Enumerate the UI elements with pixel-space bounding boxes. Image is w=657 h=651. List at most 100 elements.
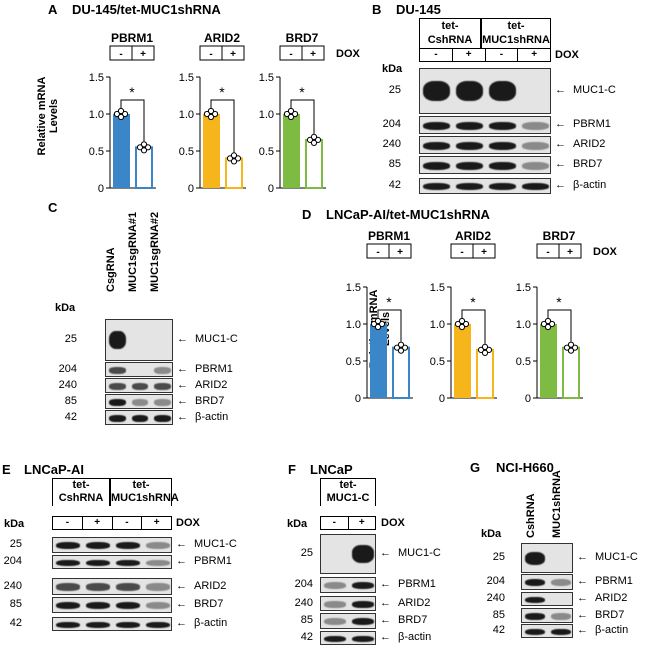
protein-name: BRD7 [573, 158, 603, 170]
protein-name: MUC1-C [595, 551, 638, 563]
plus-label: + [310, 49, 316, 60]
protein-label: ← [176, 538, 187, 550]
header-line: MUC1shRNA [111, 492, 179, 504]
kda-label: kDa [55, 302, 76, 314]
bar-dox [476, 348, 494, 399]
protein-band [551, 579, 571, 587]
protein-band [522, 183, 549, 191]
y-tick-label: 0.5 [259, 146, 274, 158]
protein-name: β-actin [398, 631, 432, 643]
lane-label: CshRNA [525, 493, 537, 538]
protein-band [146, 559, 170, 566]
data-point [544, 317, 552, 325]
protein-label: ← [177, 333, 188, 345]
header-line: tet- [72, 479, 90, 491]
protein-label: ← [380, 631, 391, 643]
gene-label: PBRM1 [368, 229, 410, 243]
protein-band [423, 183, 450, 191]
minus-label: - [332, 517, 336, 528]
y-tick-label: 0 [188, 183, 194, 195]
dox-label: DOX [593, 246, 618, 258]
kda-label: kDa [382, 63, 403, 75]
blot-strip-3 [419, 156, 551, 174]
data-point [287, 113, 295, 121]
protein-name: ARID2 [195, 378, 228, 391]
protein-band [146, 583, 170, 591]
protein-label: ← [577, 592, 588, 604]
header-control: tet-CshRNA [419, 18, 481, 48]
y-tick-label: 0.5 [346, 356, 361, 368]
protein-band [109, 414, 126, 422]
lane-label: MUC1shRNA [551, 470, 563, 538]
dox-lane-box: -+-+ [419, 48, 551, 62]
data-point [485, 346, 493, 354]
header-line: CshRNA [427, 34, 473, 46]
protein-label: ← [176, 579, 187, 592]
bar-chart-a: PBRM1-+00.51.01.5*ARID2-+00.51.01.5*BRD7… [89, 31, 361, 195]
y-tick-label: 1.5 [179, 72, 194, 84]
y-tick-label: 1.5 [346, 282, 361, 294]
header-line: MUC1shRNA [482, 34, 550, 46]
dox-label: DOX [176, 517, 200, 529]
protein-label: ← [577, 624, 588, 636]
y-tick-label: 1.5 [430, 282, 445, 294]
protein-band [456, 121, 483, 130]
panel-d-title: LNCaP-AI/tet-MUC1shRNA [326, 207, 490, 222]
protein-band [154, 382, 171, 390]
bar-control [283, 114, 300, 188]
protein-band [352, 600, 374, 608]
data-point [481, 343, 489, 351]
protein-band [522, 121, 549, 130]
significance-bracket [461, 309, 486, 344]
significance-star: * [556, 294, 562, 310]
mw-marker: 25 [492, 551, 505, 563]
protein-band [489, 80, 516, 102]
mw-marker: 240 [58, 378, 77, 391]
significance-star: * [129, 84, 135, 100]
header-line: tet- [132, 479, 150, 491]
data-point [207, 107, 215, 115]
data-point [291, 110, 299, 118]
protein-name: MUC1-C [195, 333, 238, 345]
mw-marker: 240 [294, 596, 313, 609]
protein-label: ← [380, 578, 391, 590]
plus-label: + [481, 247, 487, 258]
significance-star: * [386, 294, 392, 310]
blot-strip-2 [52, 578, 172, 595]
protein-band [352, 582, 374, 590]
minus-label: - [376, 247, 379, 258]
protein-name: ARID2 [595, 592, 628, 604]
protein-band [551, 628, 571, 635]
protein-band [456, 161, 483, 170]
header-knockdown: tet-MUC1shRNA [110, 478, 179, 506]
blot-strip-3 [52, 597, 172, 613]
y-tick-label: 1.0 [179, 109, 194, 121]
data-point [374, 317, 382, 325]
bar-control [203, 114, 220, 188]
protein-band [56, 583, 80, 591]
y-tick-label: 1.0 [89, 109, 104, 121]
significance-bracket [290, 99, 315, 134]
data-point [393, 344, 401, 351]
data-point [117, 107, 125, 115]
protein-band [489, 141, 516, 150]
protein-band [109, 382, 126, 390]
data-point [374, 323, 382, 331]
kda-label: kDa [481, 528, 502, 540]
data-point [378, 320, 386, 328]
panel-f-title: LNCaP [310, 462, 353, 477]
protein-name: MUC1-C [573, 84, 616, 96]
data-point [203, 110, 211, 118]
minus-label: - [434, 49, 438, 60]
kda-label: kDa [287, 518, 308, 530]
header-line: tet- [507, 20, 525, 32]
data-point [571, 344, 579, 351]
minus-label: - [546, 247, 549, 258]
data-point [310, 133, 318, 141]
blot-strip-4 [419, 178, 551, 194]
blot-strip-0 [105, 319, 173, 361]
protein-name: ARID2 [398, 596, 431, 609]
header-line: tet- [339, 479, 357, 491]
